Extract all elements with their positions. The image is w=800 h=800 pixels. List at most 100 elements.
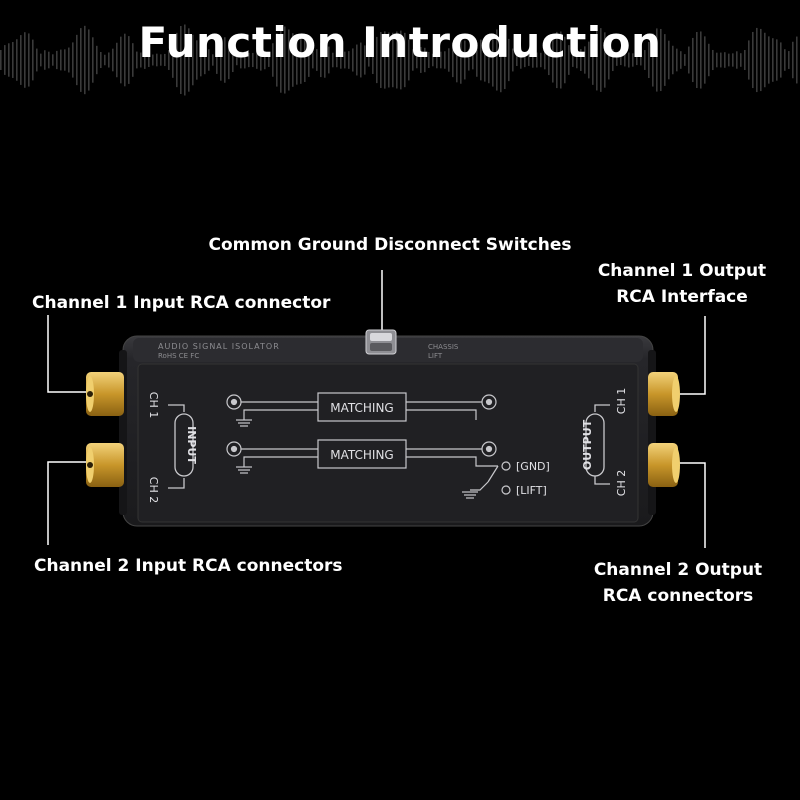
waveform-bar bbox=[280, 27, 282, 93]
callout-ch1-output-line2: RCA Interface bbox=[616, 287, 748, 307]
waveform-bar bbox=[352, 48, 354, 72]
waveform-bar bbox=[584, 46, 586, 74]
waveform-bar bbox=[680, 51, 682, 69]
input-label: INPUT bbox=[185, 426, 198, 464]
waveform-bar bbox=[284, 26, 286, 94]
waveform-bar bbox=[576, 51, 578, 69]
waveform-bar bbox=[56, 50, 58, 70]
waveform-bar bbox=[12, 42, 14, 78]
waveform-bar bbox=[712, 49, 714, 71]
waveform-bar bbox=[452, 42, 454, 78]
waveform-bar bbox=[780, 42, 782, 78]
waveform-bar bbox=[116, 42, 118, 78]
waveform-bar bbox=[696, 31, 698, 89]
waveform-bar bbox=[404, 32, 406, 88]
callout-ch2-output: Channel 2 Output RCA connectors bbox=[578, 557, 778, 609]
waveform-bar bbox=[504, 30, 506, 90]
waveform-bar bbox=[128, 36, 130, 84]
waveform-bar bbox=[580, 49, 582, 71]
waveform-bar bbox=[0, 50, 2, 70]
waveform-bar bbox=[752, 31, 754, 89]
waveform-bar bbox=[100, 51, 102, 69]
waveform-bar bbox=[196, 40, 198, 80]
waveform-bar bbox=[260, 49, 262, 71]
callout-ch1-input-text: Channel 1 Input RCA connector bbox=[32, 293, 331, 313]
waveform-bar bbox=[524, 52, 526, 68]
waveform-bar bbox=[228, 40, 230, 80]
waveform-bar bbox=[708, 43, 710, 77]
waveform-bar bbox=[188, 28, 190, 92]
waveform-bar bbox=[724, 52, 726, 68]
waveform-bar bbox=[160, 54, 162, 66]
waveform-bar bbox=[640, 54, 642, 66]
waveform-bar bbox=[552, 37, 554, 83]
waveform-bar bbox=[32, 39, 34, 81]
callout-ch2-output-line1: Channel 2 Output bbox=[593, 560, 763, 580]
waveform-bar bbox=[444, 51, 446, 69]
waveform-bar bbox=[548, 44, 550, 76]
ch2-input-rca-connector[interactable] bbox=[86, 443, 124, 487]
waveform-bar bbox=[176, 32, 178, 88]
waveform-bar bbox=[788, 51, 790, 69]
waveform-bar bbox=[716, 52, 718, 68]
waveform-bar bbox=[268, 53, 270, 67]
waveform-bar bbox=[364, 45, 366, 75]
waveform-bar bbox=[148, 53, 150, 67]
waveform-bar bbox=[20, 35, 22, 85]
waveform-bar bbox=[104, 54, 106, 66]
waveform-bar bbox=[392, 32, 394, 88]
ch1-output-rca-connector[interactable] bbox=[648, 372, 680, 416]
waveform-bar bbox=[328, 46, 330, 74]
callout-ch2-input: Channel 2 Input RCA connectors bbox=[34, 553, 343, 579]
waveform-bar bbox=[256, 51, 258, 69]
waveform-bar bbox=[648, 41, 650, 79]
lift-label: [LIFT] bbox=[516, 484, 547, 497]
waveform-bar bbox=[4, 45, 6, 75]
waveform-bar bbox=[592, 35, 594, 85]
waveform-bar bbox=[468, 49, 470, 71]
callout-ch2-output-line2: RCA connectors bbox=[602, 586, 754, 606]
waveform-bar bbox=[356, 44, 358, 76]
waveform-bar bbox=[192, 34, 194, 86]
waveform-bar bbox=[212, 54, 214, 66]
waveform-bar bbox=[312, 51, 314, 69]
waveform-bar bbox=[556, 31, 558, 89]
waveform-bar bbox=[684, 54, 686, 66]
waveform-bar bbox=[48, 51, 50, 69]
waveform-bar bbox=[776, 39, 778, 81]
waveform-bar bbox=[744, 49, 746, 71]
waveform-bar bbox=[168, 50, 170, 70]
waveform-bar bbox=[520, 51, 522, 69]
waveform-bar bbox=[64, 49, 66, 71]
waveform-bar bbox=[656, 28, 658, 92]
waveform-bar bbox=[132, 43, 134, 77]
waveform-bar bbox=[36, 48, 38, 72]
waveform-bar bbox=[768, 36, 770, 84]
waveform-bar bbox=[660, 28, 662, 92]
waveform-bar bbox=[612, 48, 614, 72]
switch-lift-label: LIFT bbox=[428, 352, 443, 360]
waveform-bar bbox=[72, 42, 74, 78]
ch2-output-rca-connector[interactable] bbox=[648, 443, 680, 487]
waveform-bar bbox=[736, 51, 738, 69]
callout-ch2-input-text: Channel 2 Input RCA connectors bbox=[34, 556, 343, 576]
input-ch2-label: CH 2 bbox=[147, 477, 160, 503]
waveform-bar bbox=[184, 24, 186, 96]
waveform-bar bbox=[588, 41, 590, 79]
output-bracket bbox=[585, 404, 610, 485]
waveform-bar bbox=[52, 54, 54, 66]
waveform-bar bbox=[672, 45, 674, 75]
waveform-bar bbox=[136, 51, 138, 69]
ground-disconnect-switch[interactable] bbox=[365, 329, 397, 355]
waveform-bar bbox=[84, 25, 86, 95]
switch-chassis-label: CHASSIS bbox=[428, 343, 459, 351]
waveform-bar bbox=[336, 52, 338, 68]
waveform-bar bbox=[488, 36, 490, 84]
callout-ch1-input: Channel 1 Input RCA connector bbox=[32, 290, 330, 316]
waveform-bar bbox=[332, 52, 334, 68]
waveform-bar bbox=[276, 33, 278, 87]
ch1-input-rca-connector[interactable] bbox=[86, 372, 124, 416]
waveform-bar bbox=[208, 49, 210, 71]
waveform-bar bbox=[428, 52, 430, 68]
